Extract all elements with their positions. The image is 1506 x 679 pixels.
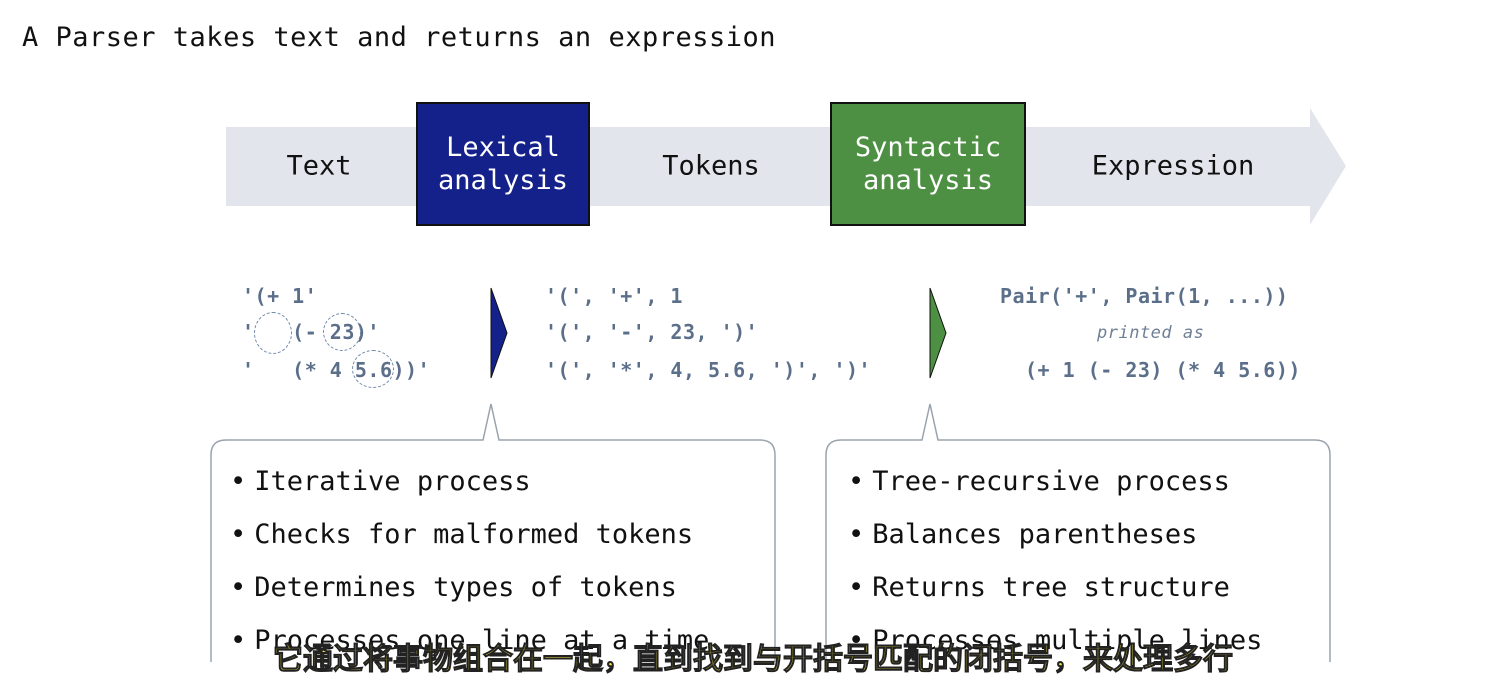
expression-printed: (+ 1 (- 23) (* 4 5.6)) (1025, 358, 1301, 382)
syntactic-analysis-label: Syntactic analysis (854, 132, 1002, 196)
number-highlight-23 (323, 313, 361, 351)
video-subtitle: 它通过将事物组合在一起，直到找到与开括号匹配的闭括号，来处理多行 (273, 642, 1234, 678)
callout-frames (210, 403, 1331, 662)
syntactic-notes-list: Tree-recursive process Balances parenthe… (848, 467, 1262, 679)
syntactic-pointer-icon (929, 287, 947, 379)
syntactic-analysis-box: Syntactic analysis (830, 102, 1026, 226)
expression-pair: Pair('+', Pair(1, ...)) (1000, 284, 1289, 308)
slide-title: A Parser takes text and returns an expre… (22, 22, 776, 53)
whitespace-highlight (254, 312, 292, 354)
list-item: Iterative process (230, 467, 709, 520)
lexical-pointer-icon (490, 287, 508, 379)
list-item: Checks for malformed tokens (230, 520, 709, 573)
lexical-notes-list: Iterative process Checks for malformed t… (230, 467, 709, 679)
list-item: Processes multiple lines (848, 626, 1262, 679)
list-item: Processes one line at a time (230, 626, 709, 679)
list-item: Tree-recursive process (848, 467, 1262, 520)
list-item: Returns tree structure (848, 573, 1262, 626)
stage-label-expression: Expression (1091, 150, 1255, 182)
expression-printed-as: printed as (1097, 323, 1205, 343)
tokens-example-line-1: '(', '+', 1 (545, 284, 683, 308)
lexical-analysis-label: Lexical analysis (437, 132, 569, 196)
stage-label-text: Text (286, 150, 352, 182)
list-item: Determines types of tokens (230, 573, 709, 626)
tokens-example-line-2: '(', '-', 23, ')' (545, 320, 759, 344)
tokens-example-line-3: '(', '*', 4, 5.6, ')', ')' (545, 358, 872, 382)
stage-label-tokens: Tokens (662, 150, 760, 182)
lexical-analysis-box: Lexical analysis (416, 102, 590, 226)
list-item: Balances parentheses (848, 520, 1262, 573)
number-highlight-5-6 (352, 350, 394, 388)
text-example-line-1: '(+ 1' (242, 284, 318, 308)
